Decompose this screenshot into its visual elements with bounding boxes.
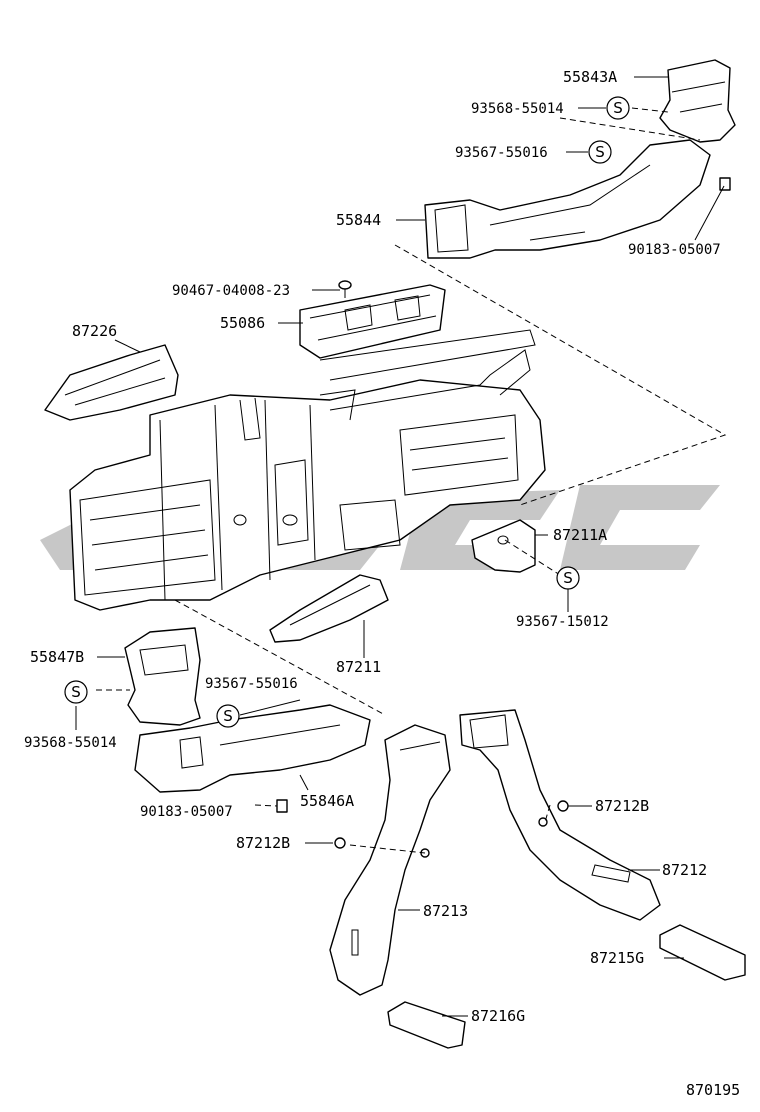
callout-55843A: 55843A bbox=[563, 68, 617, 86]
callout-87215G: 87215G bbox=[590, 949, 644, 967]
callout-55844: 55844 bbox=[336, 211, 381, 229]
part-87212-duct bbox=[459, 709, 661, 921]
seal-symbol-1: S bbox=[606, 96, 630, 120]
part-87211 bbox=[269, 574, 389, 643]
callout-87226: 87226 bbox=[72, 322, 117, 340]
part-87216G-outlet bbox=[387, 1001, 466, 1049]
heater-unit-assembly bbox=[69, 349, 546, 611]
callout-87211: 87211 bbox=[336, 658, 381, 676]
seal-label: S bbox=[595, 143, 605, 161]
part-87226-duct bbox=[44, 344, 179, 421]
callout-93567-15012: 93567-15012 bbox=[516, 614, 609, 630]
seal-symbol-4: S bbox=[64, 680, 88, 704]
part-55843A-vent bbox=[659, 59, 736, 143]
callout-87213: 87213 bbox=[423, 902, 468, 920]
part-55846A-duct bbox=[134, 704, 371, 793]
seal-label: S bbox=[613, 99, 623, 117]
seal-symbol-3: S bbox=[556, 566, 580, 590]
callout-87212: 87212 bbox=[662, 861, 707, 879]
callout-90467-04008-23: 90467-04008-23 bbox=[172, 283, 290, 299]
seal-label: S bbox=[563, 569, 573, 587]
callout-90183-05007-top: 90183-05007 bbox=[628, 242, 721, 258]
callout-87212B-right: 87212B bbox=[595, 797, 649, 815]
assembly-dashed-lines bbox=[96, 107, 727, 854]
seal-symbol-5: S bbox=[216, 704, 240, 728]
seal-label: S bbox=[71, 683, 81, 701]
part-55847B-vent bbox=[124, 627, 201, 726]
callout-93568-55014-top: 93568-55014 bbox=[471, 101, 564, 117]
leader-lines bbox=[75, 76, 725, 1017]
callout-55086: 55086 bbox=[220, 314, 265, 332]
callout-87212B-left: 87212B bbox=[236, 834, 290, 852]
callout-87211A: 87211A bbox=[553, 526, 607, 544]
drawing-code: 870195 bbox=[686, 1081, 740, 1099]
callout-93568-55014-mid: 93568-55014 bbox=[24, 735, 117, 751]
part-87215G-outlet bbox=[659, 924, 746, 981]
part-callouts: 55843A 93568-55014 93567-55016 55844 901… bbox=[24, 68, 721, 1025]
callout-55846A: 55846A bbox=[300, 792, 354, 810]
seal-label: S bbox=[223, 707, 233, 725]
part-55086-register bbox=[299, 284, 536, 381]
seal-symbol-2: S bbox=[588, 140, 612, 164]
callout-90183-05007-mid: 90183-05007 bbox=[140, 804, 233, 820]
fasteners bbox=[276, 177, 731, 858]
callout-93567-55016-top: 93567-55016 bbox=[455, 145, 548, 161]
part-55844-duct bbox=[424, 139, 711, 259]
part-87213-duct bbox=[329, 724, 451, 996]
callout-93567-55016-mid: 93567-55016 bbox=[205, 676, 298, 692]
part-87211A bbox=[471, 519, 536, 573]
seal-symbols: S S S S S bbox=[64, 96, 630, 728]
callout-87216G: 87216G bbox=[471, 1007, 525, 1025]
callout-55847B: 55847B bbox=[30, 648, 84, 666]
